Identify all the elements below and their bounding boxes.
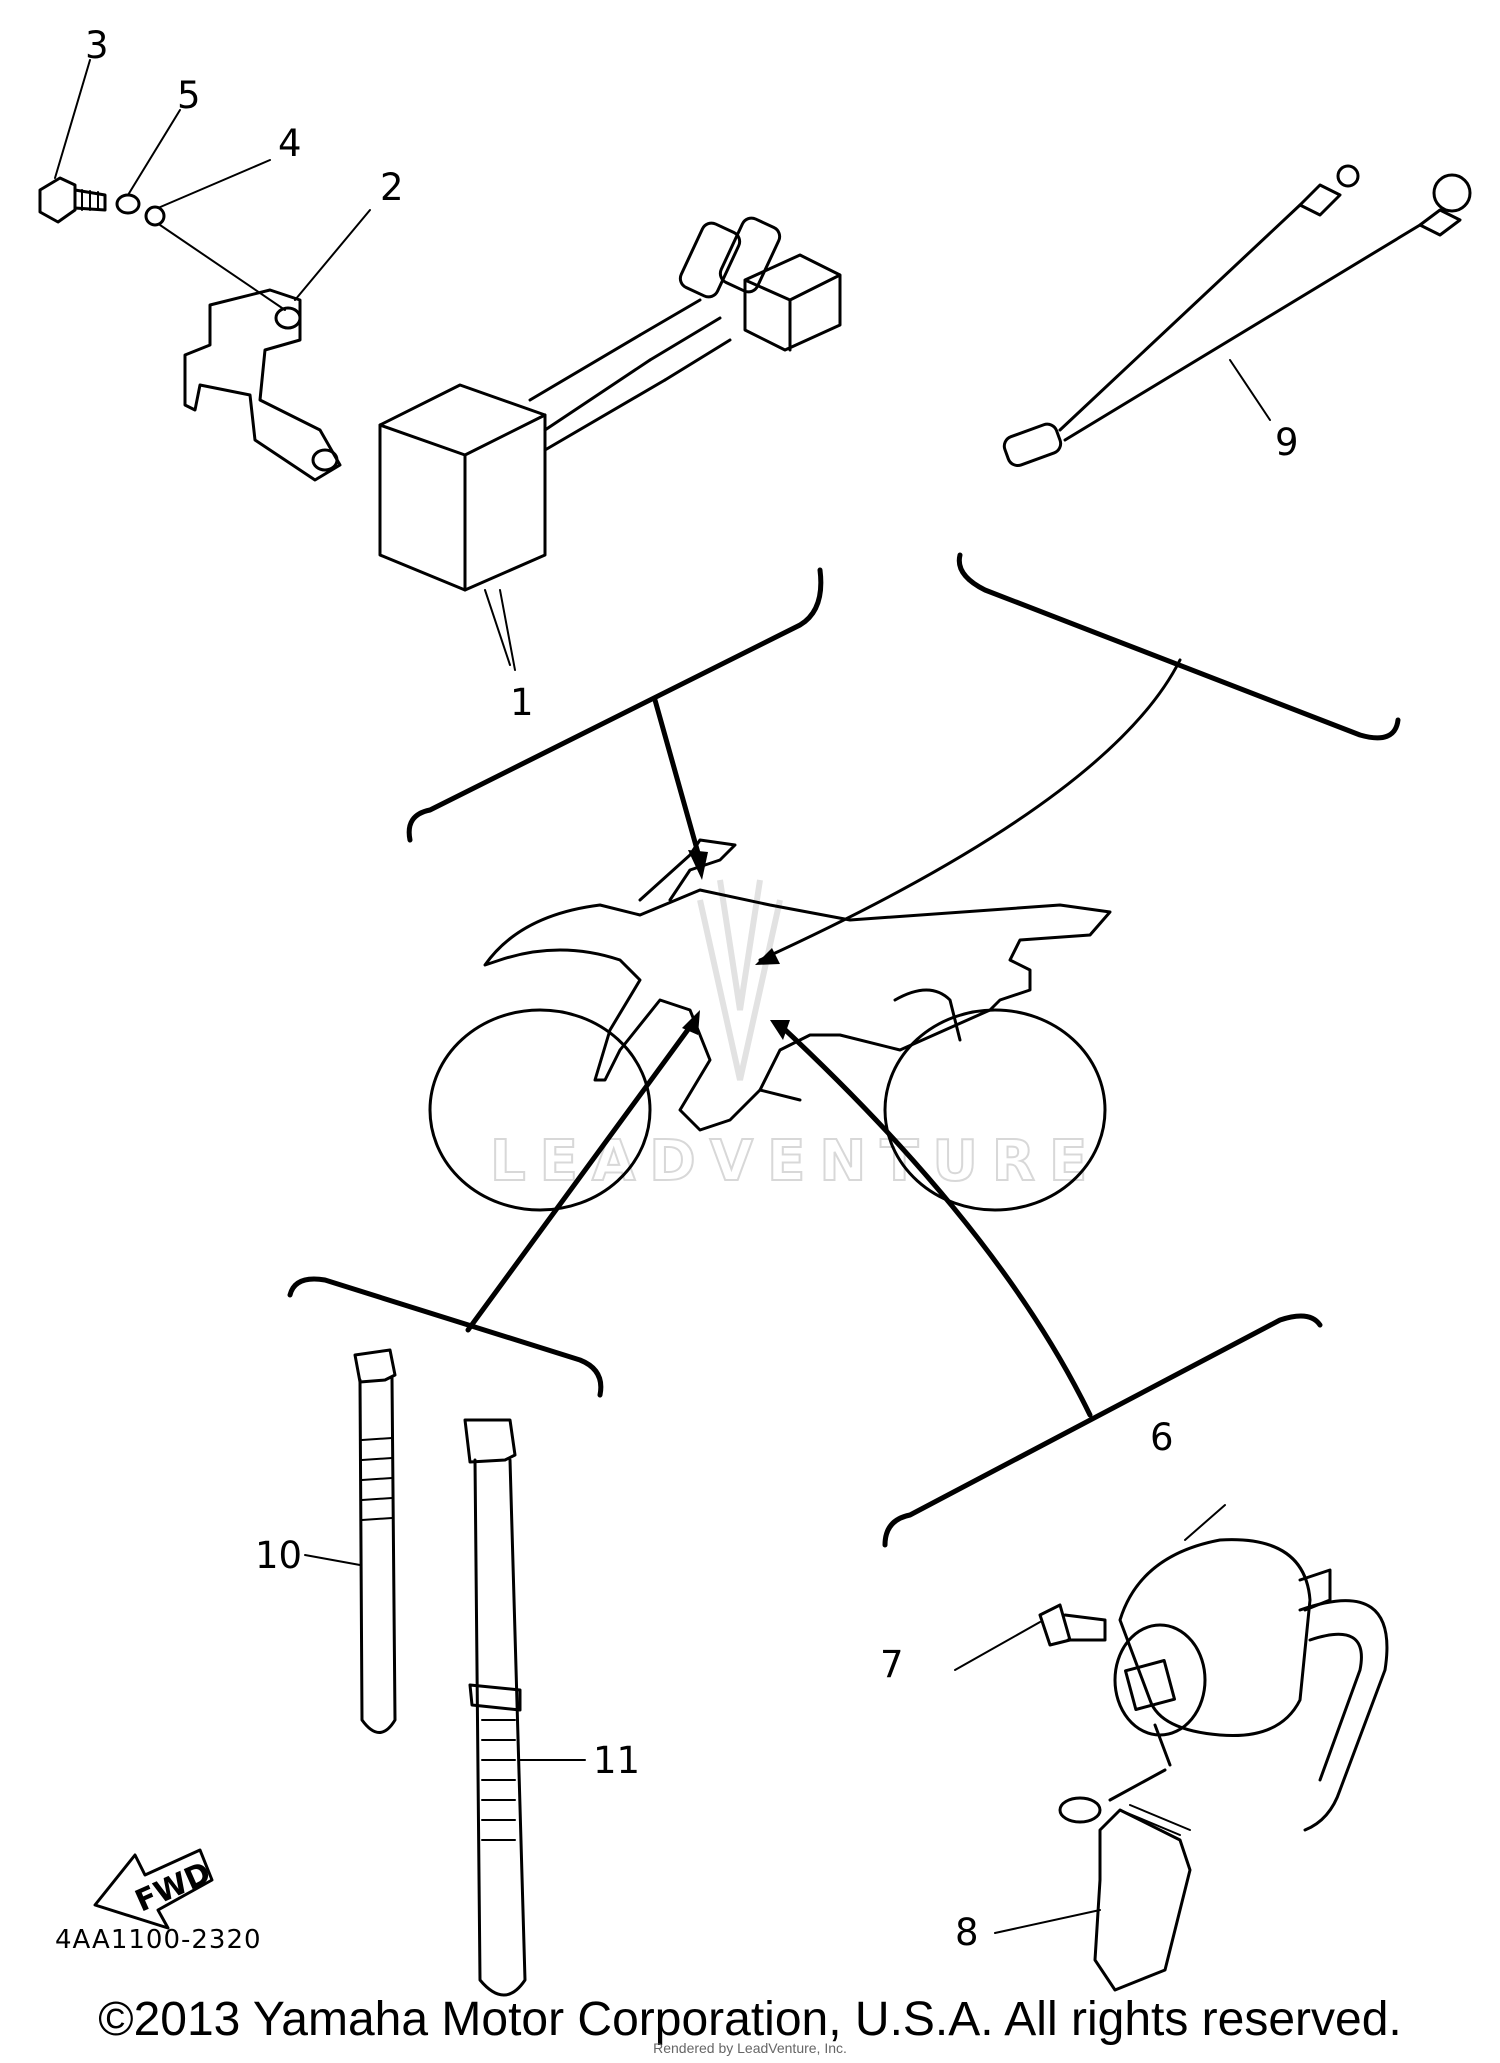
callout-11: 11 <box>593 1739 640 1782</box>
fwd-arrow: FWD <box>93 1848 216 1930</box>
bolt-and-washers <box>38 59 286 311</box>
wire-lead <box>1002 164 1472 468</box>
callout-5: 5 <box>177 74 201 117</box>
bracket <box>183 209 371 482</box>
drawing-code: 4AA1100-2320 <box>55 1925 262 1955</box>
callout-1: 1 <box>510 681 534 724</box>
fwd-label: FWD <box>130 1855 216 1919</box>
callout-10: 10 <box>255 1534 302 1577</box>
watermark-text: LEADVENTURE <box>490 1129 1101 1194</box>
callout-8: 8 <box>955 1911 979 1954</box>
callout-3: 3 <box>85 24 109 67</box>
motorcycle-silhouette <box>428 838 1112 1212</box>
render-credit: Rendered by LeadVenture, Inc. <box>653 2040 847 2056</box>
callout-7: 7 <box>880 1643 904 1686</box>
cdi-unit <box>378 216 842 671</box>
cable-tie-short <box>304 1348 397 1734</box>
ignition-coil <box>954 1504 1389 1992</box>
callout-9: 9 <box>1275 421 1299 464</box>
copyright-notice: ©2013 Yamaha Motor Corporation, U.S.A. A… <box>98 1993 1402 2046</box>
callout-4: 4 <box>278 122 302 165</box>
callout-6: 6 <box>1150 1416 1174 1459</box>
cable-tie-long <box>463 1418 586 1997</box>
callout-2: 2 <box>380 166 404 209</box>
